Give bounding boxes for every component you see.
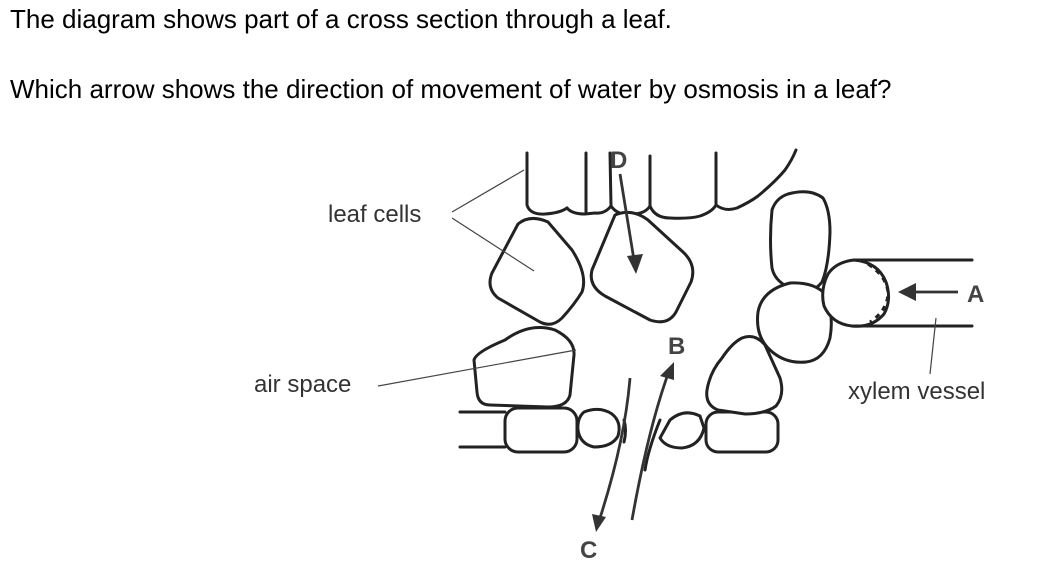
leaf-cell-air-space-side	[472, 326, 576, 409]
label-leaf-cells: leaf cells	[328, 201, 421, 228]
leaf-cell-top-middle	[589, 210, 695, 324]
question-prompt: Which arrow shows the direction of movem…	[10, 74, 892, 104]
question-intro: The diagram shows part of a cross sectio…	[10, 4, 672, 34]
stoma-edge	[643, 418, 662, 472]
leaf-cell-right-lower	[705, 335, 784, 416]
xylem-vessel	[821, 258, 974, 328]
leaf-cells-leader-line-lower	[451, 217, 535, 272]
arrow-label-c: C	[580, 537, 597, 564]
leaf-cell-right-large	[769, 190, 832, 293]
arrow-label-d: D	[610, 147, 627, 174]
arrow-d	[618, 173, 643, 274]
leaf-cells-leader-line	[451, 169, 525, 213]
arrow-c	[592, 377, 632, 532]
leaf-cell-left	[488, 217, 586, 326]
arrow-label-b: B	[668, 333, 685, 360]
label-air-space: air space	[254, 371, 351, 398]
label-xylem-vessel: xylem vessel	[848, 378, 985, 405]
air-space-leader-line	[377, 349, 577, 387]
xylem-vessel-leader-line	[929, 317, 937, 375]
arrow-a	[898, 283, 958, 301]
arrow-b	[630, 362, 674, 521]
arrow-label-a: A	[967, 281, 984, 308]
upper-cell-row	[525, 148, 798, 220]
